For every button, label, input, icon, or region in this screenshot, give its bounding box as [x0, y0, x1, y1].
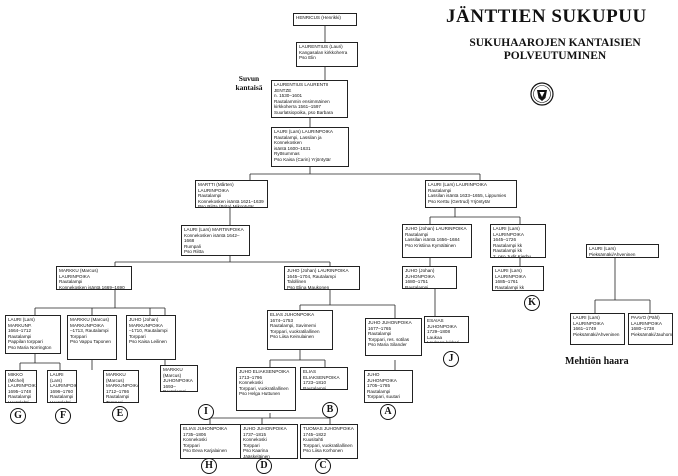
- box-lauri-mehtio: LAURI (Lars) Pieksämäki/Ahveninen: [586, 244, 659, 258]
- box-paavo: PAAVO (Pähl) LAURINPOIKA 1680–1738 Pieks…: [628, 313, 673, 345]
- subtitle-line-1: SUKUHAAROJEN KANTAISIEN: [469, 37, 641, 49]
- box-lauri-lassila: LAURI (Lars) LAURINPOIKA Rautalampi Lass…: [425, 180, 517, 208]
- box-elias-1674: ELIAS JUHONPOIKA 1674–1753 Rautalampi, S…: [267, 310, 333, 350]
- box-juho-1645: JUHO (Johan) LAURINPOIKA 1645–1704, Raut…: [284, 266, 360, 290]
- box-markku-konnekoski: MARKKU (Marcus) LAURINPOIKA Rautalampi K…: [56, 266, 132, 290]
- box-lauri-markunpoika: LAURI (Lars) MARKUNP. 1664–1712 Rautalam…: [5, 315, 61, 354]
- branch-marker-h: H: [201, 458, 217, 474]
- box-elias-eliaksenpoika: ELIAS ELIAKSENPOIKA 1723–1810 Rautalampi: [300, 367, 348, 390]
- box-laurentius-jentze: LAURENTIUS LAURENTII JENTZE n. 1530–1601…: [271, 80, 348, 118]
- family-crest-icon: [530, 82, 554, 106]
- box-martti: MARTTI (Mårten) LAURINPOIKA Rautalampi K…: [195, 180, 268, 208]
- box-juho-1705: JUHO JUHONPOIKA 1705–1785 Rautalampi Tor…: [364, 370, 413, 403]
- branch-marker-i: I: [198, 404, 214, 420]
- box-elias-1735: ELIAS JUHONPOIKA 1735–1806 Konnekoski To…: [180, 424, 243, 459]
- box-lauri-martinpoika: LAURI (Lars) MARTINPOIKA Konnekosken isä…: [181, 225, 250, 256]
- page-subtitle: SUKUHAAROJEN KANTAISIEN POLVEUTUMINEN: [455, 37, 655, 63]
- box-juho-1680: JUHO (Johan) JUHONPOIKA 1680–1751 Rautal…: [402, 266, 457, 289]
- box-juho-lassila: JUHO (Johan) LAURINPOIKA Rautalampi Lass…: [402, 224, 472, 258]
- box-henricus: HENRICUS (Henrikki): [293, 13, 357, 26]
- box-markku-1712: MARKKU (Marcus) MARKUNPOIKA 1712–1786 Ra…: [103, 370, 139, 403]
- box-lauri-1661: LAURI (Lars) LAURINPOIKA 1661–1749 Pieks…: [570, 313, 625, 345]
- box-juho-eliaksenpoika: JUHO ELIAKSENPOIKA 1713–1796 Konnekoski …: [236, 367, 296, 411]
- branch-marker-g: G: [10, 408, 26, 424]
- branch-marker-f: F: [55, 408, 71, 424]
- box-lauri-kantaisa: LAURI (Lars) LAURINPOIKA Rautalampi, Las…: [271, 127, 349, 167]
- mehtion-haara-label: Mehtiön haara: [565, 356, 629, 367]
- box-lauri-1685: LAURI (Lars) LAURINPOIKA 1685–1761 Rauta…: [492, 266, 544, 291]
- branch-marker-k: K: [524, 295, 540, 311]
- box-laurentius-lauri: LAURENTIUS (Lauri) Kangasalan kirkkoherr…: [296, 42, 358, 67]
- box-markku-1713: MARKKU (Marcus) MARKUNPOIKA –1713, Rauta…: [67, 315, 117, 360]
- page-title: JÄNTTIEN SUKUPUU: [446, 6, 647, 27]
- branch-marker-c: C: [315, 458, 331, 474]
- box-markku-1693: MARKKU (Marcus) JUHONPOIKA 1693– Rautala…: [160, 365, 198, 392]
- box-juho-markunpoika: JUHO (Johan) MARKUNPOIKA –1710, Rautalam…: [126, 315, 176, 360]
- branch-marker-e: E: [112, 406, 128, 422]
- box-mikko: MIKKO (Michel) LAURINPOIKA 1695–1748 Rau…: [5, 370, 37, 403]
- subtitle-line-2: POLVEUTUMINEN: [503, 50, 607, 62]
- box-esaias: ESAIAS JUHONPOIKA 1729–1808 Laukaa Lauka…: [424, 316, 469, 343]
- branch-marker-j: J: [443, 351, 459, 367]
- box-lauri-1645: LAURI (Lars) LAURINPOIKA 1645–1726 Rauta…: [490, 224, 546, 258]
- branch-marker-d: D: [256, 458, 272, 474]
- suvun-kantaisa-label: Suvun kantaisä: [232, 74, 266, 92]
- box-lauri-1696: LAURI (Lars) LAURINPOIKA 1696–1760 Rauta…: [47, 370, 77, 403]
- branch-marker-a: A: [380, 404, 396, 420]
- box-tuomas: TUOMAS JUHONPOIKA 1745–1822 Kuusitahti T…: [300, 424, 358, 459]
- branch-marker-b: B: [322, 402, 338, 418]
- suvun-kantaisa-line-1: Suvun: [238, 74, 260, 83]
- box-juho-1677: JUHO JUHONPOIKA 1677–1765 Rautalampi Tor…: [365, 318, 422, 356]
- suvun-kantaisa-line-2: kantaisä: [235, 83, 263, 92]
- box-juho-1737: JUHO JUHONPOIKA 1737–1815 Konnekoski Tor…: [240, 424, 298, 459]
